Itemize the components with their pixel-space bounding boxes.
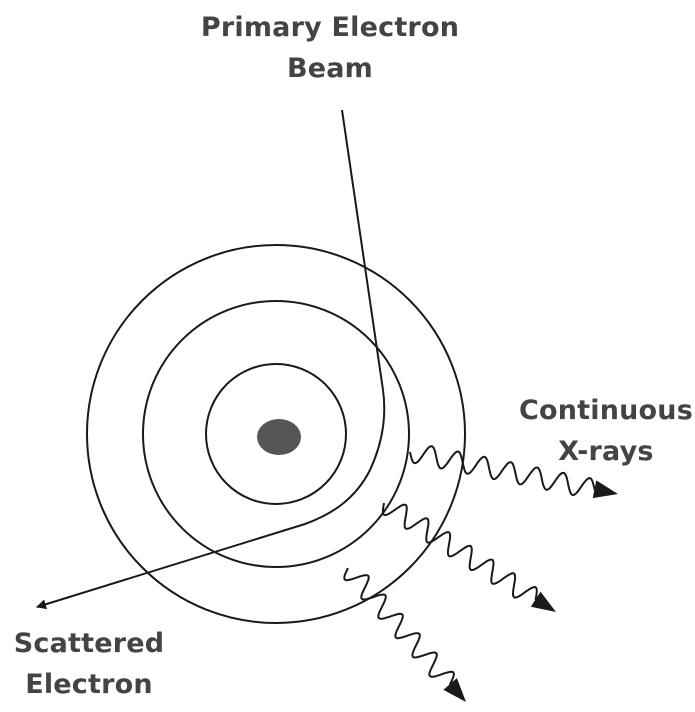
primary-electron-beam-path — [304, 109, 386, 525]
continuous-xrays-label-line2: X-rays — [558, 436, 654, 467]
continuous-xray-photons — [343, 445, 618, 702]
scattered-electron-label-line1: Scattered — [13, 628, 165, 659]
middle-electron-shell — [142, 300, 410, 568]
nucleus — [257, 419, 301, 455]
primary-beam-label-line1: Primary Electron — [200, 12, 460, 43]
primary-beam-label: Primary Electron Beam — [198, 14, 462, 82]
scattered-electron-label-line2: Electron — [25, 669, 153, 700]
xray-photon-down — [343, 567, 455, 690]
xray-photon-lower-right — [381, 502, 542, 604]
scattered-electron-label: Scattered Electron — [4, 630, 174, 698]
xray-photon-right — [409, 445, 601, 497]
xray-photon-lower-right-arrowhead — [530, 591, 556, 612]
inner-electron-shell — [205, 363, 347, 505]
xray-photon-right-arrowhead — [592, 480, 618, 499]
primary-beam-label-line2: Beam — [286, 53, 374, 84]
continuous-xrays-label-line1: Continuous — [518, 395, 694, 426]
continuous-xrays-label: Continuous X-rays — [518, 397, 694, 465]
scattered-electron-arrow — [36, 523, 306, 610]
outer-electron-shell — [86, 244, 466, 624]
xray-photon-down-arrowhead — [443, 678, 466, 702]
